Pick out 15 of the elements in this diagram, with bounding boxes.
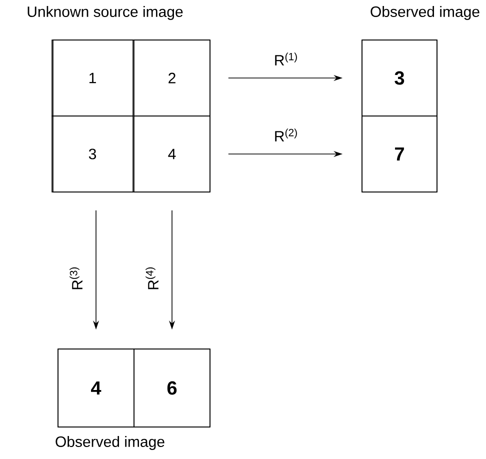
- grid-cell: 3: [362, 40, 438, 116]
- image-heading: Unknown source image: [28, 6, 183, 20]
- grid-cell: 3: [52, 116, 134, 192]
- grid-cell: 2: [134, 40, 210, 116]
- grid-cell: 4: [58, 348, 134, 428]
- grid-cell: 6: [134, 348, 210, 428]
- grid-cell: 7: [362, 116, 438, 192]
- image-heading: Observed image: [370, 6, 480, 20]
- grid-cell: 1: [52, 40, 134, 116]
- edge-label: R$^{(3)}$: [68, 265, 84, 292]
- edge-label: R$^{(4)}$: [144, 265, 160, 292]
- edge-label: R$^{(1)}$: [272, 52, 300, 66]
- edge-label: R$^{(2)}$: [272, 128, 300, 142]
- image-heading: Observed image: [56, 436, 164, 450]
- grid-cell: 4: [134, 116, 210, 192]
